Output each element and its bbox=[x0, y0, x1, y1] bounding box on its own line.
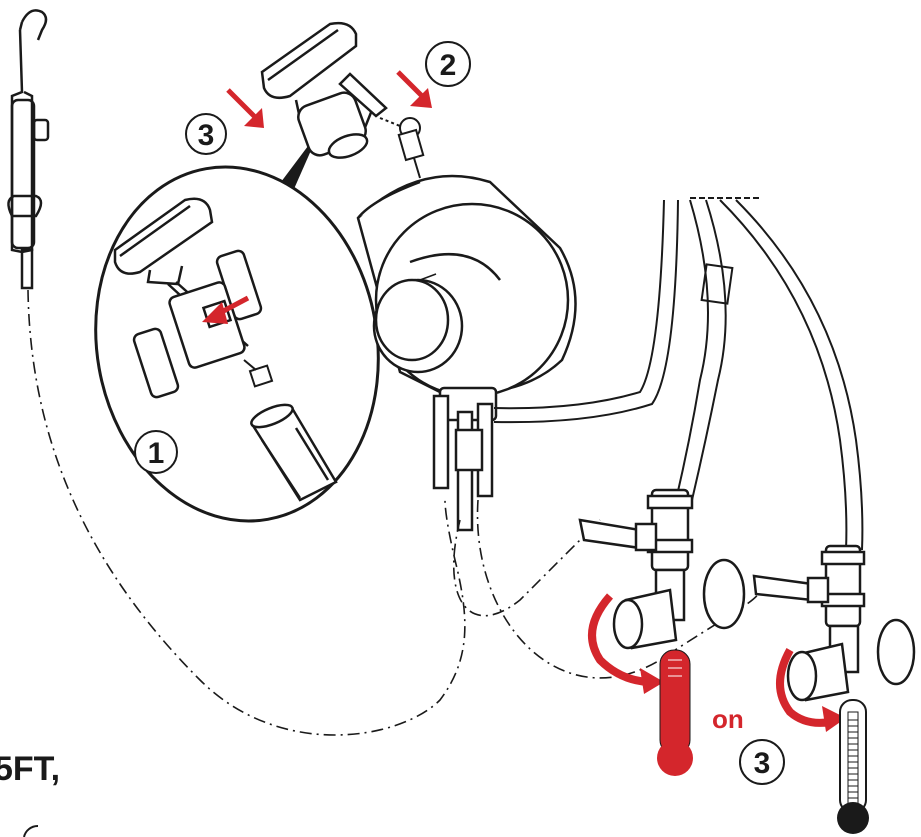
hot-thermometer-icon bbox=[657, 649, 693, 776]
shower-hose bbox=[27, 289, 466, 736]
battery-icon bbox=[132, 249, 263, 399]
cold-valve-turn-arrow bbox=[776, 648, 846, 732]
cable-connector bbox=[379, 117, 425, 179]
thermostat-mixer-icon bbox=[356, 174, 577, 532]
mixer-to-valve-dash bbox=[452, 519, 601, 617]
on-label: on bbox=[712, 704, 744, 734]
cut-off-text: 5FT, bbox=[0, 750, 60, 788]
step-2-label: 2 bbox=[440, 49, 457, 82]
removed-cap bbox=[260, 21, 388, 159]
connection-hoses bbox=[493, 197, 864, 551]
hand-shower-icon bbox=[7, 9, 50, 290]
step-2-marker: 2 bbox=[425, 41, 471, 87]
arrow-step-3-top bbox=[226, 88, 264, 128]
arrow-step-2 bbox=[396, 70, 432, 108]
cold-thermometer-icon bbox=[837, 699, 869, 834]
cut-off-circle bbox=[23, 824, 39, 837]
step-3-bottom-label: 3 bbox=[754, 747, 771, 780]
step-1-label: 1 bbox=[148, 437, 165, 470]
step-3-bottom-marker: 3 bbox=[739, 739, 785, 785]
angle-valve-icon bbox=[578, 488, 746, 650]
insert-arrow bbox=[202, 295, 250, 324]
cold-angle-valve-icon bbox=[752, 544, 916, 702]
hot-valve-turn-arrow bbox=[588, 593, 664, 694]
step-3-top-label: 3 bbox=[198, 119, 215, 152]
battery-detail-callout: 1 bbox=[94, 130, 380, 523]
step-1-marker: 1 bbox=[134, 430, 178, 474]
step-3-top-marker: 3 bbox=[185, 113, 227, 155]
